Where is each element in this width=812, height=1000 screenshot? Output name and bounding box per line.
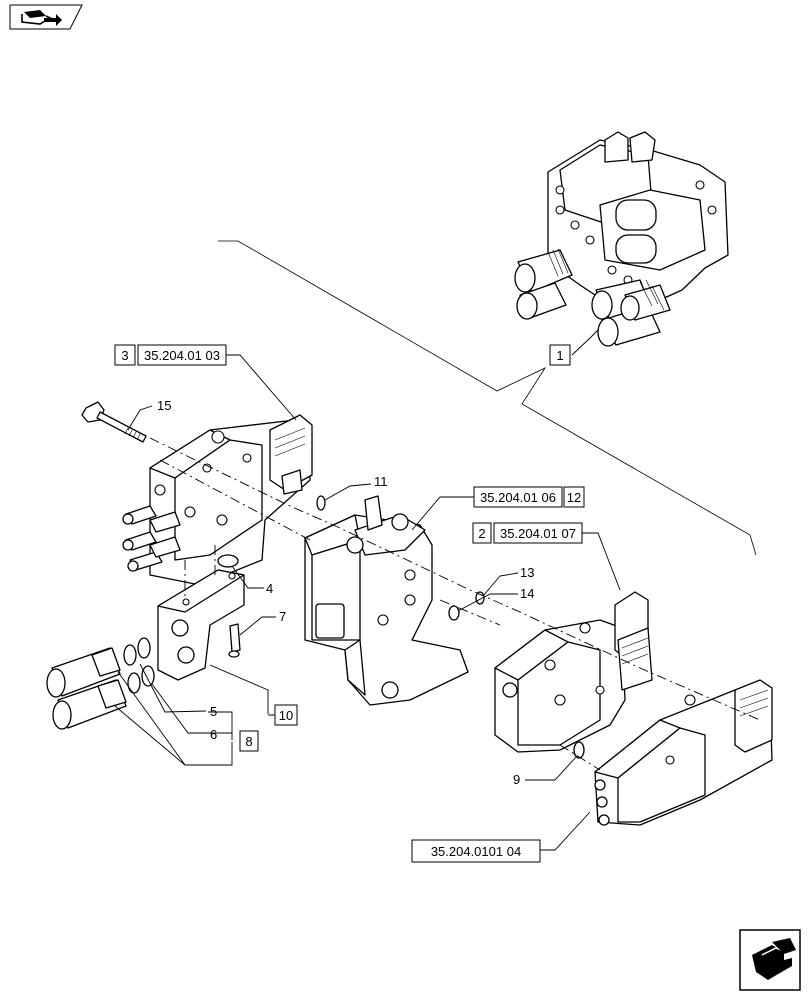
assembled-valve-drawing xyxy=(514,131,729,347)
ref-item-10[interactable]: 10 xyxy=(274,704,298,726)
svg-text:35.204.01 07: 35.204.01 07 xyxy=(500,526,576,541)
callout-14: 14 xyxy=(520,586,534,601)
assembly-axis-lines xyxy=(149,437,761,771)
callout-6: 6 xyxy=(210,727,217,742)
callout-15: 15 xyxy=(157,398,171,413)
o-ring-4 xyxy=(217,554,239,568)
quick-coupler-lower xyxy=(52,679,127,730)
leader-lines xyxy=(114,329,621,851)
coupler-bracket-drawing xyxy=(157,569,245,681)
o-ring-14 xyxy=(448,605,460,621)
svg-text:3: 3 xyxy=(121,348,128,363)
book-arrow-icon xyxy=(21,10,62,26)
ref-item-8[interactable]: 8 xyxy=(239,730,259,752)
bolt-part-15 xyxy=(81,401,147,443)
callout-7: 7 xyxy=(279,609,286,624)
lower-valve-section-drawing xyxy=(594,679,773,826)
svg-text:12: 12 xyxy=(567,490,581,505)
left-valve-section-drawing xyxy=(122,414,313,586)
ref-code-35-204-01-07[interactable]: 35.204.01 07 xyxy=(493,522,583,544)
callout-5: 5 xyxy=(210,704,217,719)
callout-4: 4 xyxy=(266,581,273,596)
ref-item-12[interactable]: 12 xyxy=(563,486,585,508)
right-valve-section-drawing xyxy=(494,591,653,753)
svg-text:8: 8 xyxy=(245,734,252,749)
ref-code-35-204-0101-04[interactable]: 35.204.0101 04 xyxy=(411,839,541,863)
svg-text:2: 2 xyxy=(478,526,485,541)
o-ring-11 xyxy=(316,495,326,511)
next-page-arrow-icon xyxy=(752,938,796,980)
section-divider-line xyxy=(218,240,757,556)
ref-item-3[interactable]: 3 xyxy=(114,344,136,366)
svg-text:35.204.01 06: 35.204.01 06 xyxy=(480,490,556,505)
ref-item-1[interactable]: 1 xyxy=(549,344,571,366)
o-rings-5-6 xyxy=(123,637,155,694)
o-ring-9 xyxy=(573,741,585,759)
svg-text:35.204.0101 04: 35.204.0101 04 xyxy=(431,844,521,859)
svg-text:35.204.01 03: 35.204.01 03 xyxy=(144,348,220,363)
ref-code-35-204-01-03[interactable]: 35.204.01 03 xyxy=(137,344,227,366)
svg-text:1: 1 xyxy=(556,348,563,363)
ref-item-2[interactable]: 2 xyxy=(472,522,492,544)
bottom-right-nav-button[interactable] xyxy=(739,929,801,991)
callout-11: 11 xyxy=(374,474,388,489)
callout-9: 9 xyxy=(513,772,520,787)
top-left-nav-button[interactable] xyxy=(9,4,83,30)
centre-inlet-section-drawing xyxy=(304,495,469,706)
quick-coupler-upper xyxy=(46,647,121,698)
svg-text:10: 10 xyxy=(279,708,293,723)
ref-code-35-204-01-06[interactable]: 35.204.01 06 xyxy=(473,486,563,508)
callout-13: 13 xyxy=(520,565,534,580)
